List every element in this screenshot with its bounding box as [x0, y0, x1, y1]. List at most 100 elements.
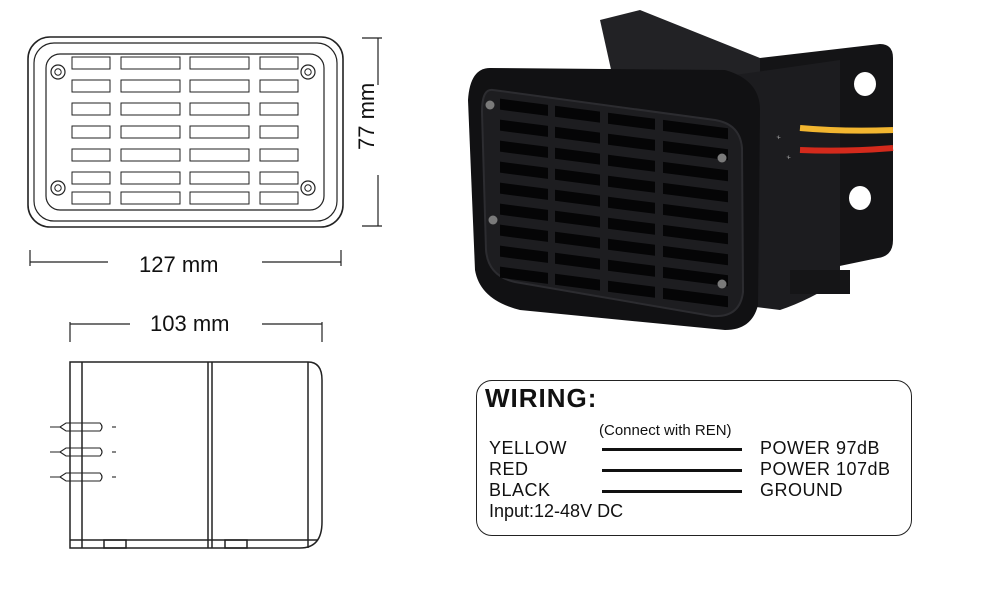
wire-line-black: [602, 490, 742, 493]
width-dimension-label: 127 mm: [139, 252, 219, 277]
grille-slot: [663, 287, 728, 308]
front-slot: [189, 79, 250, 93]
front-slot: [120, 191, 181, 205]
grille-slot: [500, 161, 548, 179]
grille-slot: [500, 182, 548, 200]
front-slot: [71, 125, 111, 139]
svg-text:+: +: [775, 134, 783, 140]
front-slot: [71, 191, 111, 205]
wire-color-yellow: YELLOW: [489, 438, 568, 458]
grille-slot: [608, 196, 655, 214]
front-slot: [189, 125, 250, 139]
width-dimension-line: [29, 250, 342, 266]
grille-slot: [663, 245, 728, 266]
side-terminals: [50, 422, 116, 482]
grille-slot: [555, 189, 600, 207]
front-slot: [259, 191, 299, 205]
grille-slot: [555, 273, 600, 291]
front-slot: [120, 171, 181, 185]
grille-slot: [500, 119, 548, 137]
front-slot: [189, 56, 250, 70]
wiring-title: WIRING:: [485, 383, 598, 413]
bracket-hole-top: [854, 72, 876, 96]
front-slot: [71, 56, 111, 70]
front-slot: [259, 171, 299, 185]
grille-slot: [608, 217, 655, 235]
front-bezel-outline: [33, 42, 338, 222]
height-dimension-line: [362, 37, 382, 227]
front-housing-outline: [27, 36, 344, 228]
red-wire: [799, 145, 894, 154]
grille-slot: [555, 210, 600, 228]
front-screws: [485, 100, 727, 289]
side-body-outline: [69, 361, 323, 549]
grille-slot: [555, 105, 600, 123]
screw-bottom-right: [300, 180, 316, 196]
grille-slot: [663, 203, 728, 224]
grille-slot: [608, 238, 655, 256]
height-dimension-label: 77 mm: [354, 82, 379, 150]
grille-slot: [663, 266, 728, 287]
front-slot: [259, 79, 299, 93]
front-view-drawing: [27, 36, 382, 266]
grille-slot: [500, 266, 548, 284]
wire-color-red: RED: [489, 459, 529, 479]
depth-dimension-label: 103 mm: [150, 311, 230, 336]
screw-top-left: [50, 64, 66, 80]
terminal-label: + +: [775, 134, 793, 160]
grille-slot: [500, 140, 548, 158]
bracket-hole-bottom: [849, 186, 871, 210]
grille-slot: [500, 224, 548, 242]
grille-slot: [663, 161, 728, 182]
wire-function-red: POWER 107dB: [760, 459, 891, 479]
grille-slot: [555, 231, 600, 249]
wire-line-yellow: [602, 448, 742, 451]
front-slot: [189, 148, 250, 162]
depth-dimension-line: [69, 322, 323, 342]
screw-top-right: [300, 64, 316, 80]
grille-slot: [500, 203, 548, 221]
front-slot: [259, 125, 299, 139]
front-slot: [71, 171, 111, 185]
front-slot: [120, 102, 181, 116]
front-slot: [259, 102, 299, 116]
screw-bottom-left: [50, 180, 66, 196]
grille-slot: [608, 280, 655, 298]
grille-slot: [500, 245, 548, 263]
grille-slot: [500, 98, 548, 116]
grille-slot: [663, 119, 728, 140]
front-slot: [189, 171, 250, 185]
front-slot: [71, 79, 111, 93]
grille-slot: [608, 112, 655, 130]
front-slot: [120, 79, 181, 93]
grille-slot: [555, 252, 600, 270]
wire-function-black: GROUND: [760, 480, 843, 500]
product-photo: + +: [468, 10, 894, 330]
grille-slot: [608, 154, 655, 172]
yellow-wire: [799, 125, 894, 134]
grille-slot: [608, 259, 655, 277]
grille-slot: [608, 133, 655, 151]
wire-function-yellow: POWER 97dB: [760, 438, 881, 458]
front-slot: [120, 56, 181, 70]
front-slot: [189, 191, 250, 205]
front-slot: [120, 148, 181, 162]
front-slot: [259, 148, 299, 162]
wire-color-black: BLACK: [489, 480, 551, 500]
side-view-drawing: [50, 322, 323, 549]
front-grille-slots: [71, 56, 299, 205]
front-slot: [71, 148, 111, 162]
grille-slot: [555, 147, 600, 165]
grille-slot: [663, 224, 728, 245]
front-slot: [259, 56, 299, 70]
wiring-panel: WIRING: (Connect with REN) YELLOW POWER …: [476, 380, 912, 536]
grille-slot: [663, 182, 728, 203]
front-slot: [71, 102, 111, 116]
wire-line-red: [602, 469, 742, 472]
wiring-note: (Connect with REN): [599, 422, 732, 439]
grille-slot: [555, 168, 600, 186]
input-voltage: Input:12-48V DC: [489, 501, 624, 521]
front-slot: [189, 102, 250, 116]
grille-slot: [555, 126, 600, 144]
grille-slot: [608, 175, 655, 193]
